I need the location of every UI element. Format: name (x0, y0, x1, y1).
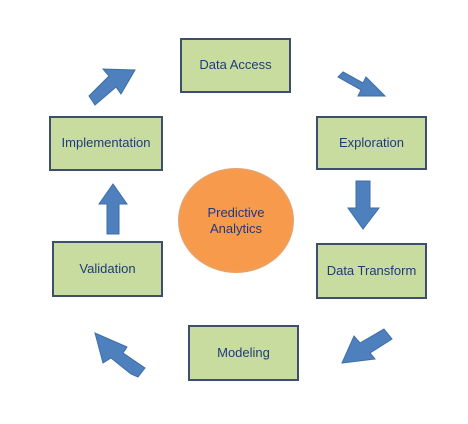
arrow-validation-to-implementation-icon (98, 183, 128, 235)
stage-data-transform: Data Transform (316, 243, 427, 299)
center-label-line2: Analytics (209, 220, 262, 236)
arrow-modeling-to-validation-icon (94, 332, 146, 378)
stage-label-exploration: Exploration (338, 134, 405, 150)
arrow-data-access-to-exploration-icon (337, 71, 387, 97)
stage-modeling: Modeling (188, 325, 299, 381)
stage-implementation: Implementation (49, 116, 163, 171)
predictive-analytics-circle: Predictive Analytics (178, 168, 294, 273)
arrow-data-transform-to-modeling-icon (341, 328, 393, 364)
stage-data-access: Data Access (180, 38, 291, 93)
arrow-implementation-to-data-access-icon (88, 68, 136, 106)
stage-label-modeling: Modeling (217, 344, 270, 360)
stage-label-implementation: Implementation (61, 135, 151, 151)
stage-label-validation: Validation (79, 260, 136, 276)
center-label: Predictive Analytics (207, 205, 264, 236)
stage-label-data-access: Data Access (199, 57, 272, 73)
center-label-line1: Predictive (207, 204, 265, 220)
stage-validation: Validation (52, 241, 163, 297)
arrow-exploration-to-data-transform-icon (347, 180, 381, 230)
stage-label-data-transform: Data Transform (326, 262, 417, 278)
stage-exploration: Exploration (316, 116, 427, 170)
